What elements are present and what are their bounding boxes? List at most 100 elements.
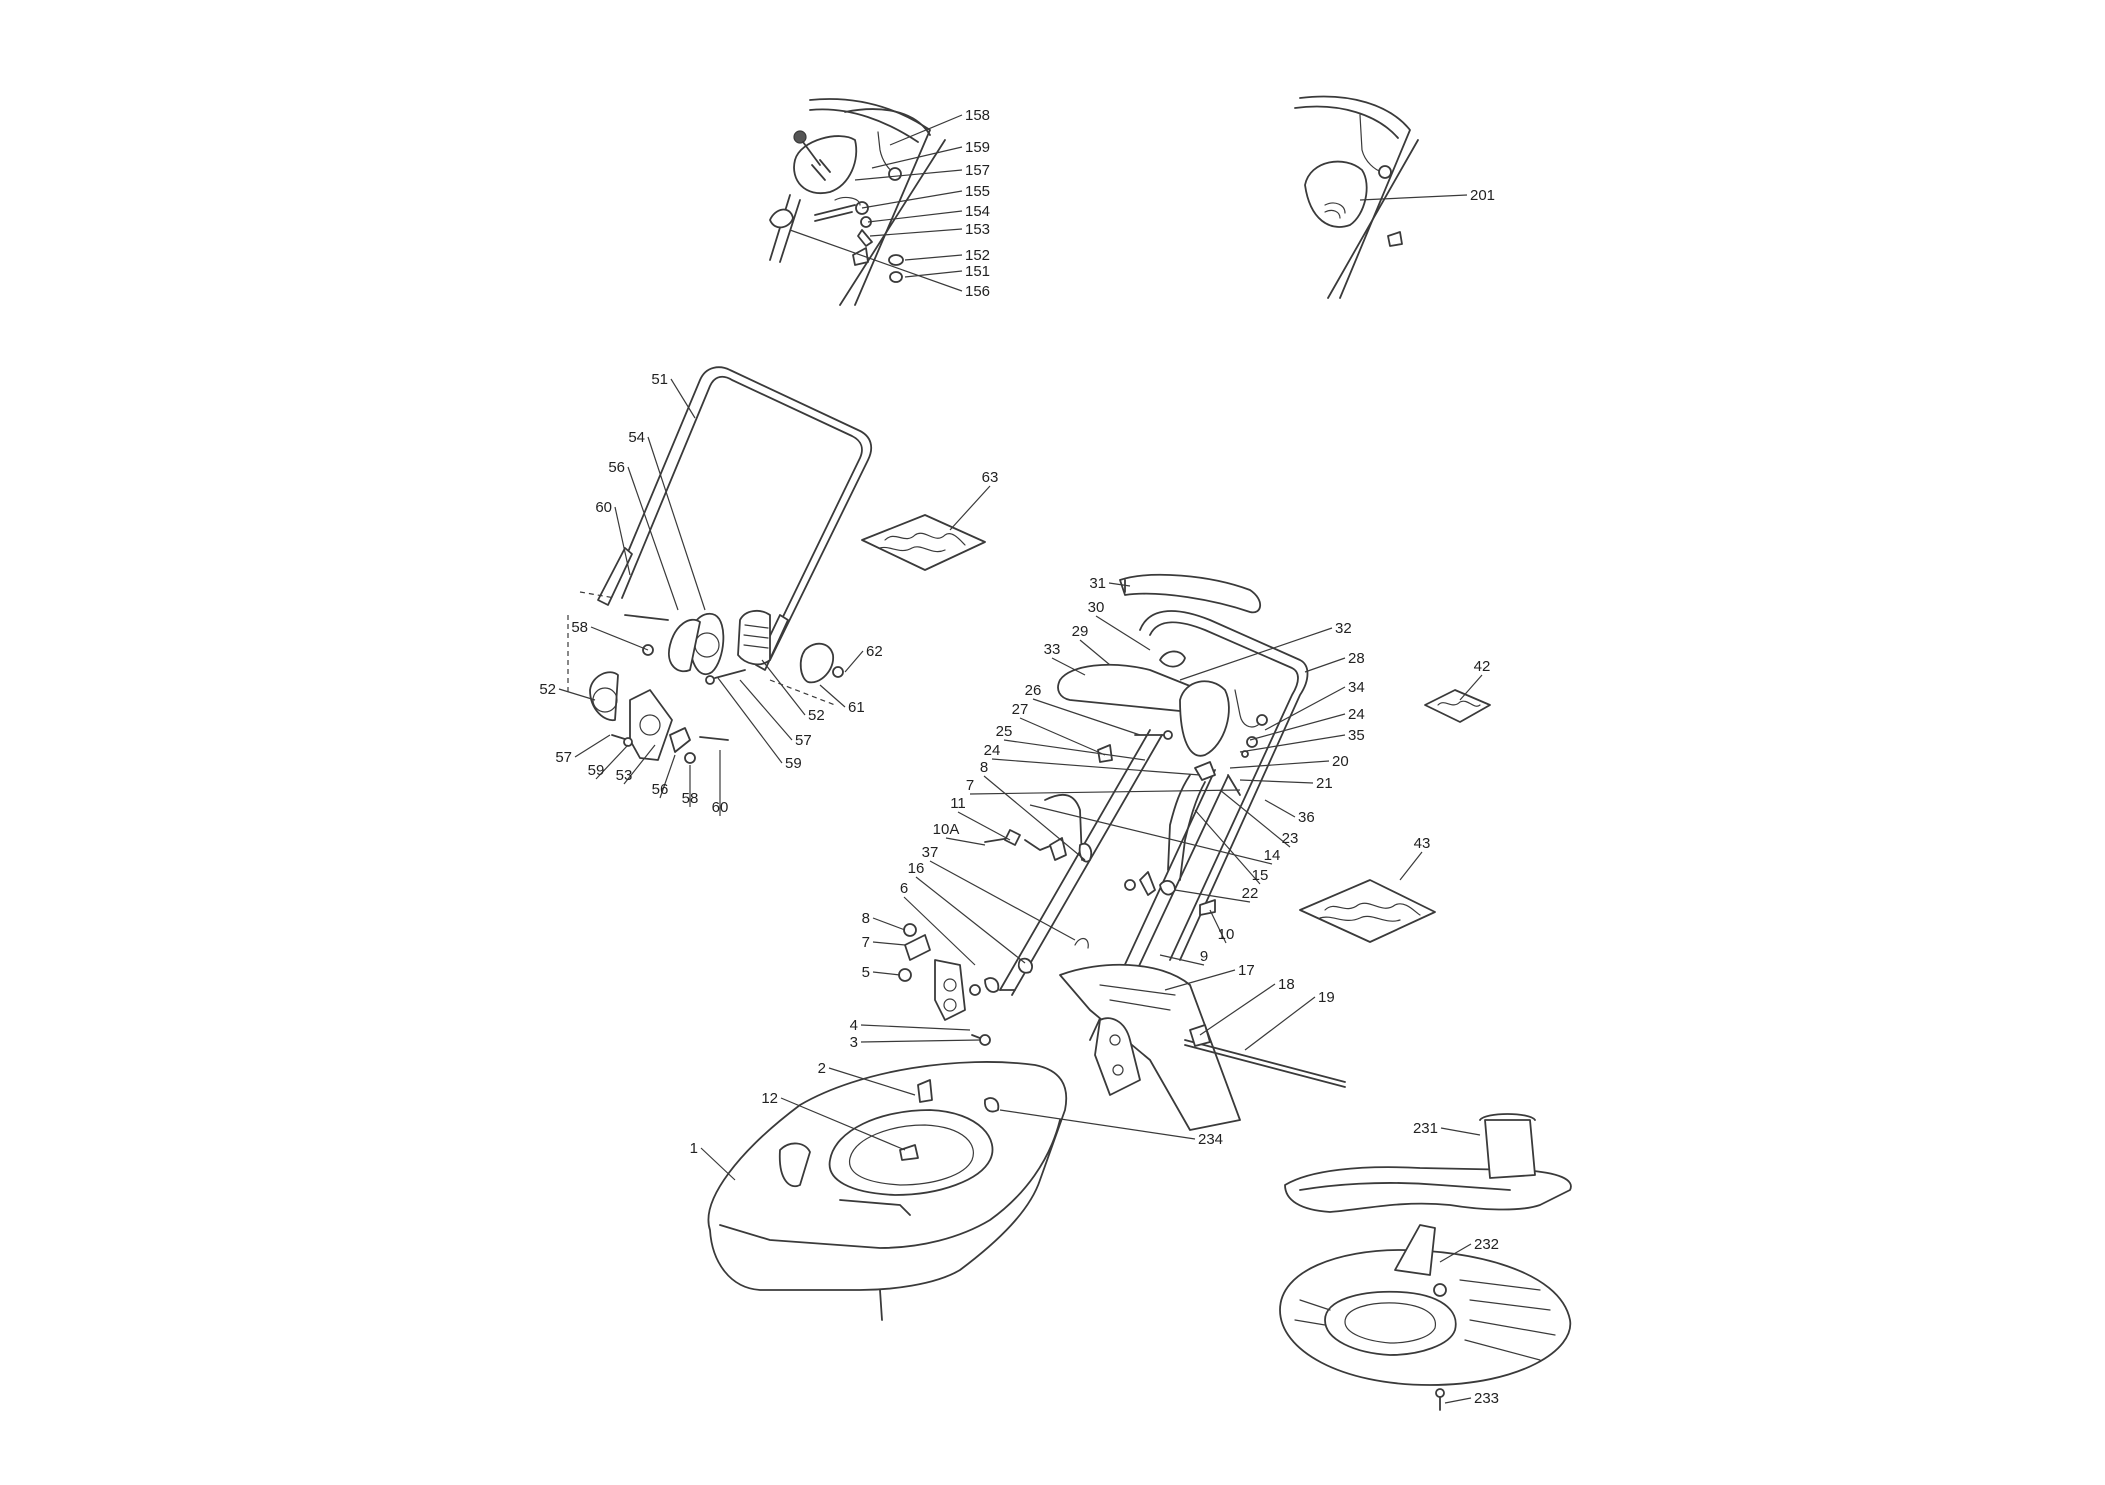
callout-label-63: 63 (982, 469, 999, 486)
callout-label-152: 152 (965, 247, 990, 264)
callout-leader-52 (558, 688, 596, 701)
callout-label-155: 155 (965, 183, 990, 200)
callout-label-58: 58 (571, 619, 588, 636)
callout-leader-43 (1399, 851, 1423, 881)
callout-leader-8 (983, 775, 1086, 861)
callout-leader-29 (1079, 639, 1111, 666)
hardware-bag-63 (861, 514, 986, 571)
callout-label-15: 15 (1252, 867, 1269, 884)
callout-label-62: 62 (866, 643, 883, 660)
callout-label-34: 34 (1348, 679, 1365, 696)
linkage-parts (898, 923, 1089, 1046)
callout-leader-22 (1174, 889, 1251, 903)
callout-label-159: 159 (965, 139, 990, 156)
callout-label-14: 14 (1264, 847, 1281, 864)
callout-leader-34 (1264, 686, 1346, 731)
callout-leader-27 (1019, 717, 1106, 756)
callout-leader-33 (1051, 657, 1086, 676)
callout-leader-61 (819, 684, 846, 708)
callout-label-2: 2 (818, 1060, 826, 1077)
callout-label-8: 8 (862, 910, 870, 927)
callout-label-231: 231 (1413, 1120, 1438, 1137)
callout-label-52: 52 (539, 681, 556, 698)
callout-leader-53 (623, 744, 656, 785)
callout-leader-32 (1179, 627, 1333, 681)
callout-label-24: 24 (1348, 706, 1365, 723)
callout-label-21: 21 (1316, 775, 1333, 792)
callout-leader-11 (957, 811, 1011, 841)
callout-leader-232 (1439, 1243, 1472, 1263)
callout-label-8: 8 (980, 759, 988, 776)
callout-leader-21 (1239, 779, 1314, 784)
callout-leaders (558, 114, 1483, 1404)
callout-leader-7 (872, 941, 906, 946)
callout-labels: 1581591571551541531521511562015154566063… (539, 107, 1499, 1407)
callout-leader-56 (659, 754, 676, 799)
callout-leader-15 (1194, 809, 1261, 885)
callout-label-31: 31 (1089, 575, 1106, 592)
callout-label-12: 12 (761, 1090, 778, 1107)
callout-label-153: 153 (965, 221, 990, 238)
callout-label-7: 7 (966, 777, 974, 794)
callout-label-36: 36 (1298, 809, 1315, 826)
callout-leader-6 (903, 896, 976, 966)
upper-handle-assembly (567, 366, 873, 764)
callout-leader-62 (844, 650, 864, 673)
callout-leader-10A (945, 837, 986, 846)
callout-label-42: 42 (1474, 658, 1491, 675)
callout-leader-57 (574, 734, 611, 758)
callout-leader-201 (1359, 194, 1468, 201)
callout-label-25: 25 (996, 723, 1013, 740)
callout-leader-19 (1244, 996, 1316, 1051)
callout-label-23: 23 (1282, 830, 1299, 847)
callout-leader-152 (904, 254, 963, 261)
callout-leader-3 (860, 1039, 981, 1043)
callout-label-24: 24 (984, 742, 1001, 759)
callout-leader-4 (860, 1024, 971, 1031)
callout-leader-28 (1304, 657, 1346, 673)
callout-label-7: 7 (862, 934, 870, 951)
callout-leader-58 (590, 626, 649, 651)
callout-label-33: 33 (1044, 641, 1061, 658)
callout-leader-26 (1032, 698, 1141, 736)
callout-label-58: 58 (682, 790, 699, 807)
callout-leader-16 (915, 876, 1026, 964)
callout-label-54: 54 (628, 429, 645, 446)
callout-label-3: 3 (850, 1034, 858, 1051)
callout-leader-12 (780, 1097, 906, 1151)
mower-deck (707, 963, 1346, 1321)
callout-label-29: 29 (1072, 623, 1089, 640)
callout-label-56: 56 (652, 781, 669, 798)
callout-leader-158 (889, 114, 963, 146)
callout-label-5: 5 (862, 964, 870, 981)
callout-label-59: 59 (785, 755, 802, 772)
mulch-plug (1284, 1113, 1572, 1213)
callout-leader-151 (904, 270, 963, 278)
callout-leader-8 (872, 917, 906, 931)
callout-leader-52 (761, 659, 806, 716)
callout-label-16: 16 (908, 860, 925, 877)
hardware-bag-42 (1424, 689, 1491, 723)
callout-label-22: 22 (1242, 885, 1259, 902)
callout-leader-31 (1108, 582, 1131, 587)
callout-leader-157 (854, 169, 963, 181)
callout-leader-51 (670, 378, 696, 419)
callout-leader-5 (872, 971, 901, 976)
callout-label-53: 53 (616, 767, 633, 784)
callout-leader-54 (647, 436, 706, 611)
callout-label-10A: 10A (933, 821, 960, 838)
callout-leader-2 (828, 1067, 916, 1096)
cutting-baffle (1279, 1224, 1572, 1411)
callout-leader-20 (1229, 760, 1330, 769)
main-handle-assembly (984, 573, 1309, 1046)
callout-leader-36 (1264, 799, 1296, 818)
handle-cover-detail (1294, 95, 1419, 299)
callout-label-35: 35 (1348, 727, 1365, 744)
callout-label-234: 234 (1198, 1131, 1223, 1148)
callout-leader-60 (614, 506, 631, 576)
callout-leader-234 (999, 1109, 1196, 1140)
callout-label-32: 32 (1335, 620, 1352, 637)
callout-leader-63 (949, 485, 991, 531)
hardware-bag-43 (1299, 879, 1436, 943)
